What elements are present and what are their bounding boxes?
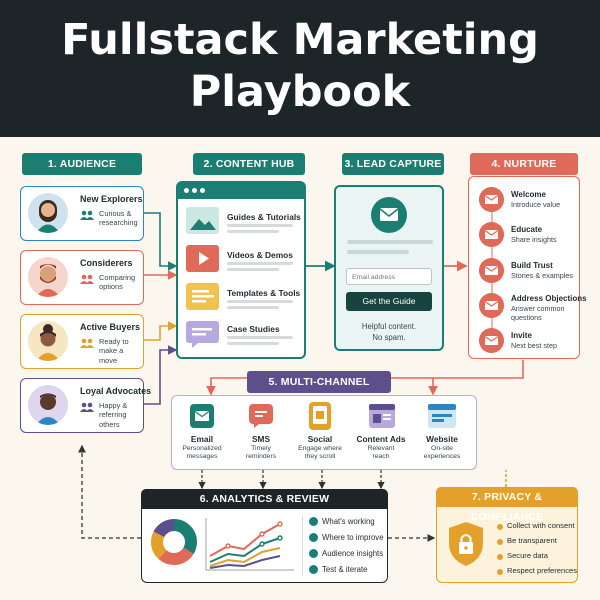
mail-icon [479,187,504,212]
nurture-sequence-panel: Welcome Introduce value Educate Share in… [468,176,587,359]
section-label-privacy: 7. PRIVACY & COMPLIANCE [436,487,578,523]
get-guide-button[interactable]: Get the Guide [346,292,432,311]
check-icon [309,549,318,558]
donut-chart-icon [151,519,197,565]
hub-item-case-studies[interactable]: Case Studies [178,319,304,353]
segment-name: Considerers [80,258,133,268]
bullet-dot [497,539,503,545]
check-icon [309,565,318,574]
people-icon [80,210,94,220]
chat-document-icon [186,321,219,348]
segment-name: Loyal Advocates [80,386,152,396]
email-icon [190,404,214,428]
hub-item-videos[interactable]: Videos & Demos [178,243,304,277]
template-icon [186,283,219,310]
mail-icon [479,258,504,283]
people-icon [80,274,94,284]
segment-description: Happy &referring others [99,401,128,429]
hub-item-guides[interactable]: Guides & Tutorials [178,205,304,239]
section-label-content-hub: 2. CONTENT HUB [193,153,305,175]
browser-icon [428,404,456,428]
segment-name: New Explorers [80,194,143,204]
play-video-icon [186,245,219,272]
avatar-new-explorers [28,193,68,233]
email-field[interactable]: Email address [346,268,432,285]
page-title: Fullstack Marketing Playbook [0,14,600,118]
phone-icon [309,402,331,430]
content-hub-window: Guides & Tutorials Videos & Demos Templa… [176,181,306,359]
bullet-dot [497,524,503,530]
window-titlebar [178,183,304,199]
section-label-analytics: 6. ANALYTICS & REVIEW [141,489,388,509]
hub-item-templates[interactable]: Templates & Tools [178,281,304,315]
line-chart-icon [205,518,294,571]
segment-card-loyal-advocates[interactable]: Loyal Advocates Happy &referring others [20,378,151,433]
ad-window-icon [369,404,395,428]
envelope-icon [371,197,407,233]
mail-icon [479,222,504,247]
mail-icon [479,293,504,318]
avatar-considerers [28,257,68,297]
section-label-delivery: 5. MULTI-CHANNEL DELIVERY [247,371,391,410]
people-icon [80,338,94,348]
section-label-lead-capture: 3. LEAD CAPTURE [342,153,444,175]
segment-card-new-explorers[interactable]: New Explorers Curious &researching [20,186,144,241]
avatar-loyal-advocates [28,385,68,425]
shield-lock-icon [449,522,483,566]
bullet-dot [497,554,503,560]
header-banner [0,0,600,137]
image-icon [186,207,219,234]
title-line-2: Playbook [189,67,411,117]
check-icon [309,517,318,526]
mail-icon [479,328,504,353]
segment-description: Curious &researching [99,209,138,228]
segment-name: Active Buyers [80,322,141,332]
lead-note: Helpful content.No spam. [361,322,417,342]
sms-chat-icon [249,404,273,428]
avatar-active-buyers [28,321,68,361]
analytics-divider [302,516,303,576]
check-icon [309,533,318,542]
lead-capture-card: Email address Get the Guide Helpful cont… [334,185,444,351]
title-line-1: Fullstack Marketing [61,15,539,65]
people-icon [80,402,94,412]
bullet-dot [497,569,503,575]
